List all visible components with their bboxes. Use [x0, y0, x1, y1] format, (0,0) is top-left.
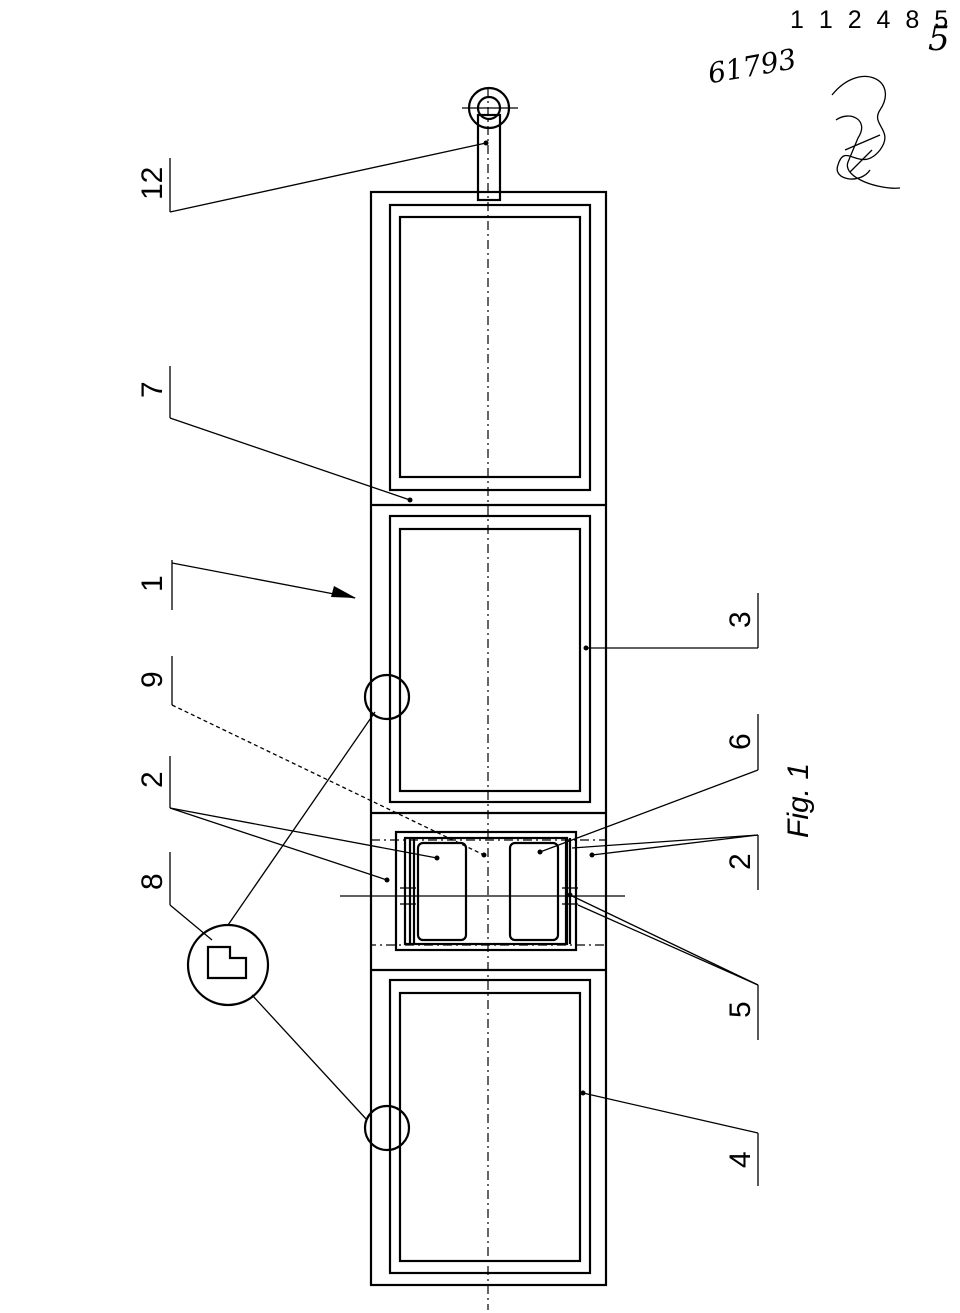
- compartment-top: [388, 203, 592, 492]
- compartment-3: [388, 514, 592, 804]
- svg-text:7: 7: [136, 381, 169, 398]
- label-2-right: 2: [571, 834, 759, 890]
- label-3: 3: [583, 593, 759, 651]
- detail-callout-8: [186, 711, 376, 1121]
- svg-text:3: 3: [724, 611, 757, 628]
- svg-text:6: 6: [724, 733, 757, 750]
- label-4: 4: [580, 1090, 759, 1186]
- label-6: 6: [537, 714, 759, 855]
- detail-circle-upper: [363, 673, 411, 721]
- svg-text:4: 4: [724, 1151, 757, 1168]
- label-9: 9: [136, 656, 487, 858]
- sheet-number: 5: [928, 19, 950, 59]
- label-2-left: 2: [136, 756, 440, 883]
- label-7: 7: [136, 366, 413, 503]
- svg-text:8: 8: [136, 873, 169, 890]
- detail-circle-lower: [363, 1104, 411, 1152]
- handle-ring: [462, 86, 518, 202]
- figure-caption: Fig. 1: [782, 763, 815, 838]
- hinge-section: [340, 830, 625, 952]
- document-number: 1 1 2 4 8 5: [790, 6, 952, 34]
- compartment-4: [388, 978, 592, 1275]
- label-1: 1: [136, 560, 356, 610]
- svg-text:9: 9: [136, 671, 169, 688]
- svg-text:2: 2: [724, 853, 757, 870]
- handwritten-reference: 61793: [705, 42, 798, 90]
- label-5: 5: [567, 892, 759, 1040]
- svg-text:5: 5: [724, 1001, 757, 1018]
- label-8: 8: [136, 852, 213, 941]
- svg-text:12: 12: [136, 167, 169, 200]
- signature: [831, 75, 901, 189]
- svg-text:2: 2: [136, 771, 169, 788]
- label-12: 12: [136, 140, 489, 213]
- svg-text:1: 1: [136, 575, 169, 592]
